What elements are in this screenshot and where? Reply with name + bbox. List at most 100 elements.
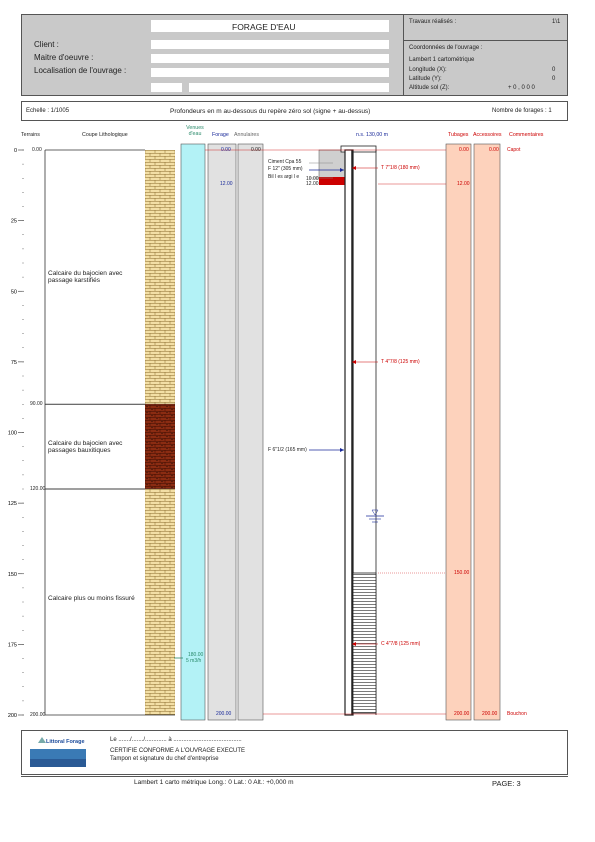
travaux-value: 1\1 bbox=[552, 19, 561, 25]
client-label: Client : bbox=[34, 40, 59, 49]
water-level-icon bbox=[366, 509, 384, 523]
f6-label: F 6"1/2 (165 mm) bbox=[268, 447, 307, 453]
comment-bottom: Bouchon bbox=[507, 711, 527, 717]
col-venues: Venues d'eau bbox=[186, 125, 204, 137]
t478-label: T 4"7/8 (125 mm) bbox=[381, 359, 420, 365]
depth-tick-label: 200 bbox=[8, 713, 17, 719]
forage-bottom-label: 200.00 bbox=[216, 711, 232, 717]
nombre-forages-label: Nombre de forages : 1 bbox=[492, 108, 552, 114]
comment-top: Capot bbox=[507, 147, 521, 153]
certifie-label: CERTIFIE CONFORME A L'OUVRAGE EXECUTE bbox=[110, 748, 246, 754]
depth-tick-label: 125 bbox=[8, 501, 17, 507]
tubages-top-label: 0.00 bbox=[459, 147, 469, 153]
forage-top-label: 0.00 bbox=[221, 147, 231, 153]
annulaires-column bbox=[237, 143, 264, 721]
latitude-value: 0 bbox=[552, 76, 556, 82]
header-panel: FORAGE D'EAU Client : Maitre d'oeuvre : … bbox=[21, 14, 568, 96]
col-coupe: Coupe Lithologique bbox=[82, 132, 128, 138]
title-box bbox=[151, 20, 389, 32]
venues-depth-label: 180.00 bbox=[188, 652, 204, 658]
col-annulaires: Annulaires bbox=[234, 132, 260, 138]
arrow-icons bbox=[174, 162, 378, 659]
tubages-12-label: 12.00 bbox=[457, 181, 470, 187]
col-commentaires: Commentaires bbox=[509, 132, 544, 138]
cement-zone bbox=[318, 149, 346, 181]
lithology-layer bbox=[145, 404, 175, 489]
venues-rate-label: 5 m3/h bbox=[186, 658, 202, 664]
layer-description: Calcaire du bajocien avec passages bauxi… bbox=[48, 439, 123, 454]
footer-panel: Littoral Forage Le ......./......./.....… bbox=[21, 730, 568, 775]
c478-label: C 4"7/8 (125 mm) bbox=[381, 641, 421, 647]
depth-tick-label: 175 bbox=[8, 642, 17, 648]
tubages-150-label: 150.00 bbox=[454, 570, 470, 576]
altitude-label: Altitude sol (Z): bbox=[409, 85, 450, 91]
depth-tick-label: 50 bbox=[11, 289, 17, 295]
layer-bottom-label: 120.00 bbox=[30, 486, 46, 492]
code-field-1[interactable] bbox=[151, 83, 182, 92]
localisation-label: Localisation de l'ouvrage : bbox=[34, 66, 127, 75]
lithology-layer bbox=[145, 489, 175, 715]
layer-description: Calcaire du bajocien avec passage karsti… bbox=[48, 270, 123, 285]
maitre-label: Maitre d'oeuvre : bbox=[34, 53, 94, 62]
coord-system: Lambert 1 cartométrique bbox=[409, 57, 475, 63]
layer-bottom-label: 90.00 bbox=[30, 401, 43, 408]
depth-tick-label: 100 bbox=[8, 431, 17, 437]
footer-rule bbox=[21, 776, 568, 777]
venues-column bbox=[180, 143, 206, 721]
coord-title: Coordonnées de l'ouvrage : bbox=[409, 45, 483, 51]
t778-label: T 7"1/8 (180 mm) bbox=[381, 165, 420, 171]
accessoires-bottom-label: 200.00 bbox=[482, 711, 498, 717]
col-tubages: Tubages bbox=[448, 132, 469, 138]
col-terrains: Terrains bbox=[21, 132, 40, 138]
col-forage: Forage bbox=[212, 132, 229, 138]
layer-bottom-label: 200.00 bbox=[30, 712, 46, 718]
tubages-200-label: 200.00 bbox=[454, 711, 470, 717]
accessoires-column bbox=[473, 143, 501, 721]
depth-tick-label: 75 bbox=[11, 360, 17, 366]
ciment-label: Ciment Cpa 55 bbox=[268, 159, 302, 165]
scale-bar: Echelle : 1/1005 Profondeurs en m au-des… bbox=[21, 101, 568, 121]
travaux-label: Travaux réalisés : bbox=[409, 19, 457, 25]
latitude-label: Latitude (Y): bbox=[409, 76, 442, 82]
depth-tick-label: 25 bbox=[11, 219, 17, 225]
page-title: FORAGE D'EAU bbox=[232, 22, 296, 32]
depth-10-label: 10.00 bbox=[306, 176, 319, 182]
maitre-field[interactable] bbox=[151, 54, 389, 63]
depth-axis: 0 25 50 75 100 125 150 175 200 bbox=[8, 148, 24, 719]
clay-seal bbox=[319, 177, 345, 185]
code-field-2[interactable] bbox=[189, 83, 389, 92]
layer-description: Calcaire plus ou moins fissuré bbox=[48, 595, 135, 602]
altitude-value: + 0 , 0 0 0 bbox=[508, 85, 535, 91]
f12-label: F 12" (305 mm) bbox=[268, 166, 303, 172]
longitude-label: Longitude (X): bbox=[409, 67, 447, 73]
billes-label: Bil l es argi l e bbox=[268, 174, 300, 180]
localisation-field[interactable] bbox=[151, 68, 389, 77]
echelle-label: Echelle : 1/1005 bbox=[26, 108, 70, 114]
forage-12-label: 12.00 bbox=[220, 181, 233, 187]
depth-12-label: 12.00 bbox=[306, 181, 319, 187]
depth-tick-label: 150 bbox=[8, 572, 17, 578]
borehole-schematic bbox=[318, 145, 384, 716]
col-accessoires: Accessoires bbox=[473, 132, 502, 138]
screen-section bbox=[352, 572, 377, 714]
header-divider bbox=[403, 15, 404, 95]
header-divider-h bbox=[403, 40, 568, 41]
terrain-top-label: 0.00 bbox=[32, 147, 42, 153]
lithology-layers bbox=[45, 149, 175, 716]
accessoires-top-label: 0.00 bbox=[489, 147, 499, 153]
profondeurs-label: Profondeurs en m au-dessous du repère zé… bbox=[170, 108, 371, 115]
col-ns: n.s. 130,00 m bbox=[356, 132, 389, 138]
depth-tick-label: 0 bbox=[14, 148, 17, 154]
logo-text: Littoral Forage bbox=[46, 739, 85, 745]
lithology-layer bbox=[145, 150, 175, 405]
tubages-column bbox=[445, 143, 472, 721]
longitude-value: 0 bbox=[552, 67, 556, 73]
footer-coordinates: Lambert 1 carto métrique Long.: 0 Lat.: … bbox=[134, 779, 294, 786]
client-field[interactable] bbox=[151, 40, 389, 49]
company-logo: Littoral Forage bbox=[28, 735, 88, 771]
casing-cap bbox=[340, 145, 377, 153]
page-number: PAGE: 3 bbox=[492, 779, 521, 788]
tampon-label: Tampon et signature du chef d'entreprise bbox=[110, 756, 219, 762]
forage-column bbox=[207, 143, 237, 721]
